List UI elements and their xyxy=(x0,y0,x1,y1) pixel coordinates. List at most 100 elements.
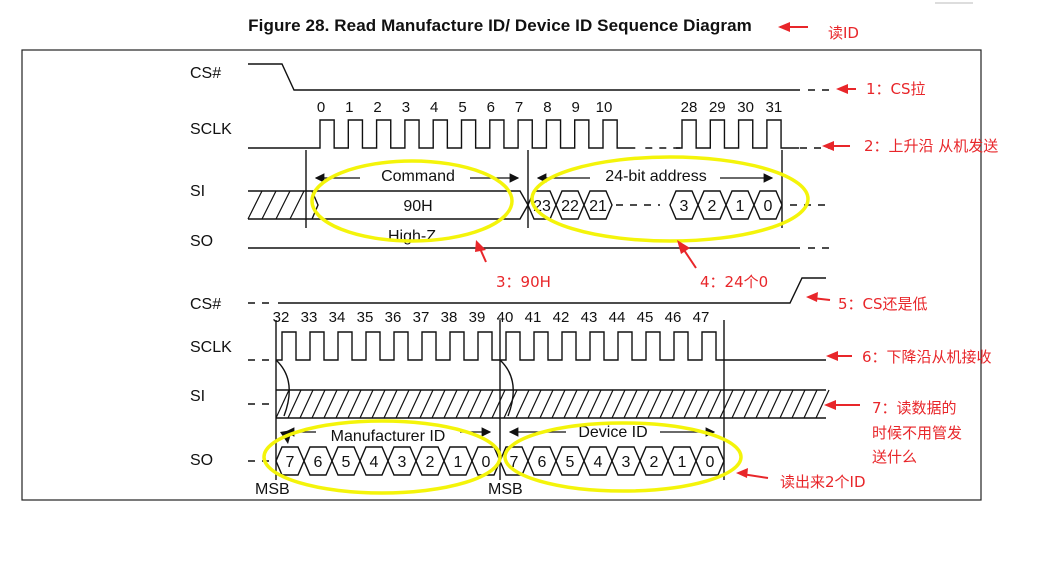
si-top-dont-care xyxy=(247,190,306,220)
cs-top-wave xyxy=(248,63,800,91)
clock-number: 38 xyxy=(441,309,458,326)
clock-number: 46 xyxy=(665,309,682,326)
clock-number: 37 xyxy=(413,309,430,326)
annotation-5: 5：CS还是低 xyxy=(838,295,928,313)
clock-number: 5 xyxy=(458,99,466,116)
device-bit: 2 xyxy=(650,454,659,471)
sclk-top-pulses-a xyxy=(248,119,636,149)
device-bit: 6 xyxy=(538,454,547,471)
annotation-2: 2：上升沿 从机发送 xyxy=(864,137,998,155)
signal-sclk-top: SCLK xyxy=(190,121,232,138)
address-low-bit: 0 xyxy=(764,198,773,215)
clock-number: 34 xyxy=(329,309,346,326)
address-bits-low: 3 2 1 0 xyxy=(669,190,783,220)
address-low-bit: 3 xyxy=(680,198,689,215)
signal-cs-bottom: CS# xyxy=(190,296,221,313)
device-bit: 7 xyxy=(510,454,519,471)
signal-sclk-bottom: SCLK xyxy=(190,339,232,356)
sclk-bottom-wave xyxy=(276,331,826,361)
manufacturer-bit: 4 xyxy=(370,454,379,471)
manufacturer-bit: 7 xyxy=(286,454,295,471)
manufacturer-bit: 2 xyxy=(426,454,435,471)
highlight-device xyxy=(503,421,743,493)
clock-number: 40 xyxy=(497,309,514,326)
signal-so-top: SO xyxy=(190,233,213,250)
diagram-frame xyxy=(21,49,982,501)
manufacturer-label: Manufacturer ID xyxy=(331,428,446,445)
annotation-4: 4：24个0 xyxy=(700,273,768,291)
manufacturer-bit: 6 xyxy=(314,454,323,471)
device-bit: 5 xyxy=(566,454,575,471)
msb-label-2: MSB xyxy=(488,481,523,498)
clock-number: 1 xyxy=(345,99,353,116)
clock-number: 7 xyxy=(515,99,523,116)
clock-number: 32 xyxy=(273,309,290,326)
si-bottom-hatch-lines xyxy=(275,389,830,419)
address-high-cell xyxy=(583,190,613,220)
clock-numbers-top-b: 28 29 30 31 xyxy=(681,99,783,116)
clock-number: 43 xyxy=(581,309,598,326)
address-high-bit: 22 xyxy=(561,198,579,215)
highlight-address xyxy=(530,155,810,243)
annotation-7a: 7：读数据的 xyxy=(872,399,957,417)
command-label: Command xyxy=(381,168,455,185)
clock-number: 33 xyxy=(301,309,318,326)
clock-number: 41 xyxy=(525,309,542,326)
msb-label-1: MSB xyxy=(255,481,290,498)
signal-so-bottom: SO xyxy=(190,452,213,469)
clock-number: 4 xyxy=(430,99,438,116)
device-bit: 1 xyxy=(678,454,687,471)
command-value: 90H xyxy=(403,198,432,215)
address-high-bit: 21 xyxy=(589,198,607,215)
device-bit: 3 xyxy=(622,454,631,471)
clock-numbers-bottom: 32 33 34 35 36 37 38 39 40 41 42 43 44 45 46 47 xyxy=(273,309,710,326)
manufacturer-bit: 3 xyxy=(398,454,407,471)
si-bottom-dont-care xyxy=(275,389,830,419)
clock-number: 3 xyxy=(402,99,410,116)
address-label: 24-bit address xyxy=(605,168,706,185)
address-low-bit: 1 xyxy=(736,198,745,215)
clock-number: 31 xyxy=(766,99,783,116)
signal-si-top: SI xyxy=(190,183,205,200)
clock-number: 42 xyxy=(553,309,570,326)
device-bit: 4 xyxy=(594,454,603,471)
sclk-top-wave xyxy=(248,119,800,149)
manufacturer-bit: 1 xyxy=(454,454,463,471)
clock-number: 6 xyxy=(487,99,495,116)
device-label: Device ID xyxy=(578,424,647,441)
annotation-8: 读出来2个ID xyxy=(780,473,866,491)
annotation-3: 3：90H xyxy=(496,273,551,291)
manufacturer-bit: 5 xyxy=(342,454,351,471)
annotation-read-id: 读ID xyxy=(828,24,859,42)
clock-number: 30 xyxy=(737,99,754,116)
clock-number: 28 xyxy=(681,99,698,116)
annotation-arrows xyxy=(475,22,860,479)
sclk-top-pulses-b xyxy=(676,119,800,149)
device-id-bits: 7 6 5 4 3 2 1 0 xyxy=(499,446,725,476)
manufacturer-id-bits: 7 6 5 4 3 2 1 0 xyxy=(275,446,501,476)
clock-number: 44 xyxy=(609,309,626,326)
sclk-bottom-pulses xyxy=(276,331,826,361)
annotation-7b: 时候不用管发 xyxy=(872,424,962,442)
signal-si-bottom: SI xyxy=(190,388,205,405)
device-bit: 0 xyxy=(706,454,715,471)
clock-number: 29 xyxy=(709,99,726,116)
manufacturer-bit: 0 xyxy=(482,454,491,471)
clock-number: 2 xyxy=(373,99,381,116)
annotation-7c: 送什么 xyxy=(872,448,917,466)
highlight-manufacturer xyxy=(262,419,502,495)
annotation-1: 1：CS拉 xyxy=(866,80,926,98)
clock-number: 47 xyxy=(693,309,710,326)
signal-cs-top: CS# xyxy=(190,65,221,82)
clock-number: 39 xyxy=(469,309,486,326)
cs-bottom-wave xyxy=(278,277,826,304)
figure-title: Figure 28. Read Manufacture ID/ Device I… xyxy=(248,16,752,35)
address-low-bit: 2 xyxy=(708,198,717,215)
clock-number: 36 xyxy=(385,309,402,326)
clock-number: 35 xyxy=(357,309,374,326)
clock-number: 0 xyxy=(317,99,325,116)
clock-number: 45 xyxy=(637,309,654,326)
